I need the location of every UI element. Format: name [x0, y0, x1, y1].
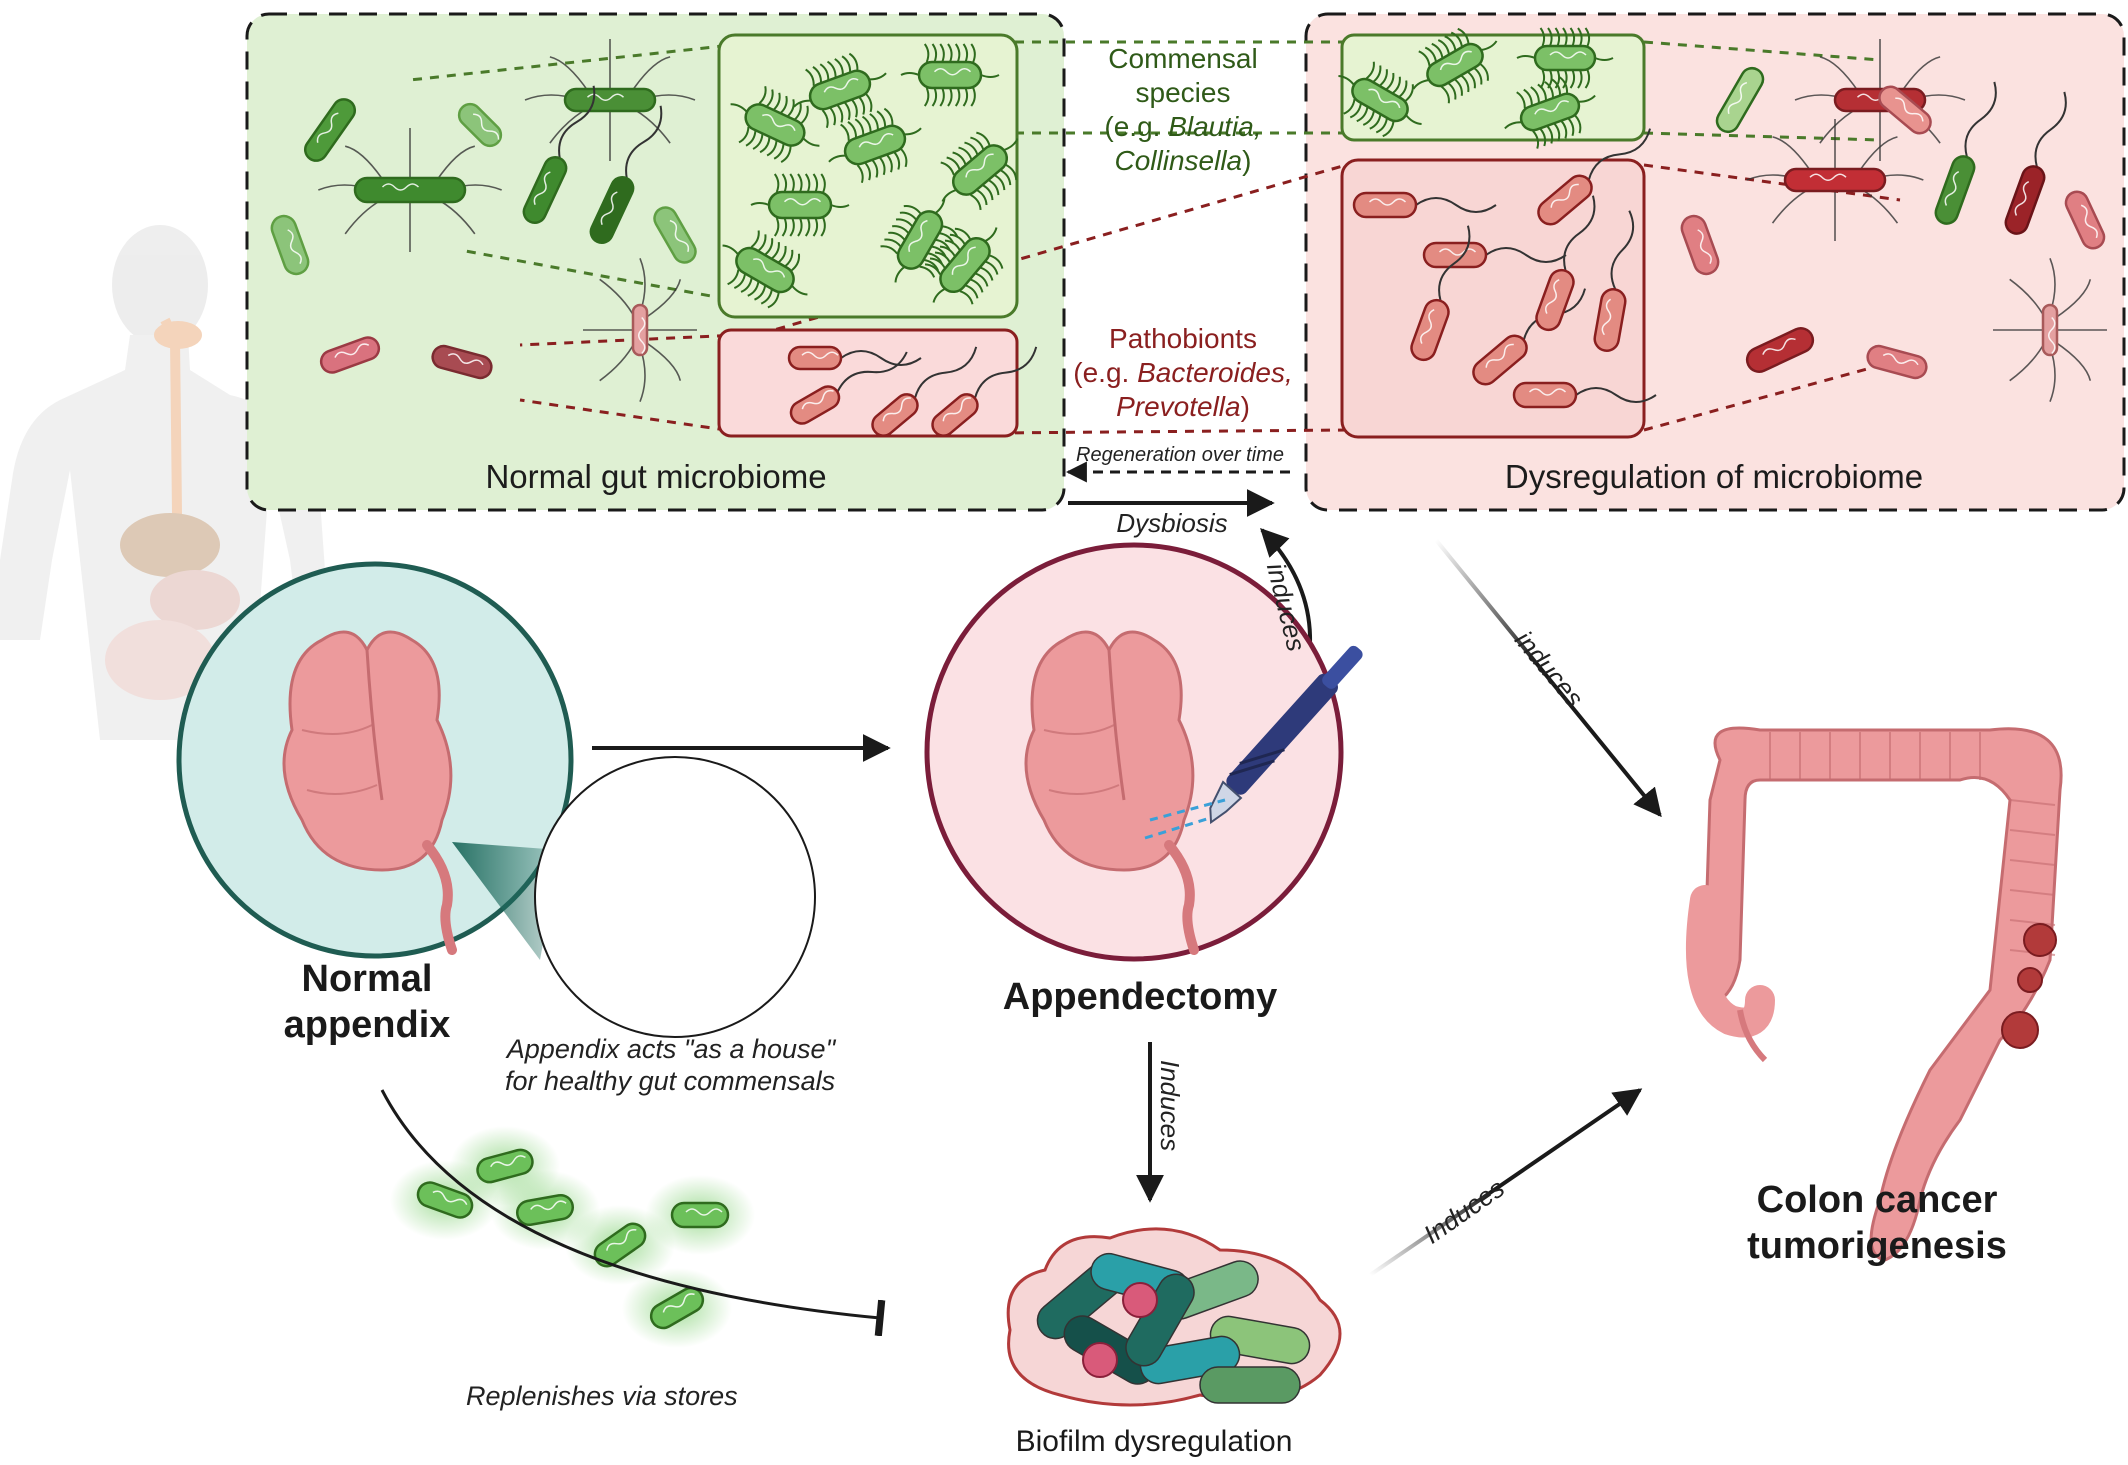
bacteria-icon [1593, 210, 1635, 352]
bacteria-icon [940, 131, 1019, 211]
bacteria-icon [1715, 66, 1765, 134]
pathobiont-line2: (e.g. Bacteroides, [1073, 356, 1292, 390]
pathobiont-zoom-box-left [717, 328, 1019, 438]
colon-cancer-label: Colon cancer tumorigenesis [1747, 1177, 2007, 1269]
commensal-genus1: Blautia, [1168, 111, 1262, 142]
bacteria-icon [589, 105, 663, 245]
commensal-label: Commensal species (e.g. Blautia, Collins… [1104, 42, 1261, 178]
bacteria-icon [880, 197, 959, 283]
pathobiont-eg: (e.g. [1073, 357, 1138, 388]
bacteria-icon [750, 173, 850, 237]
bacteria-icon [722, 230, 808, 309]
replenish-note: Replenishes via stores [466, 1381, 738, 1411]
bacteria-icon [789, 351, 908, 425]
bacteria-layer [270, 27, 2107, 1348]
replenish-inhibit-line [380, 1089, 886, 1337]
bacteria-icon [522, 85, 596, 225]
induces-label-biofilm: Induces [1155, 1060, 1185, 1152]
pathobiont-genus2: Prevotella [1116, 391, 1241, 422]
pathobiont-genus1: Bacteroides, [1137, 357, 1293, 388]
bacteria-icon [670, 1201, 730, 1229]
biofilm-label: Biofilm dysregulation [1015, 1425, 1293, 1458]
incision-line [1144, 798, 1226, 840]
bacteria-icon [787, 345, 922, 371]
bacteria-icon [1535, 195, 1596, 332]
bacteria-icon [871, 346, 978, 437]
commensal-line3: (e.g. Blautia, [1104, 110, 1261, 144]
colon-icon [1685, 726, 2063, 1262]
appendectomy-label: Appendectomy [1002, 976, 1278, 1018]
bacteria-icon [1422, 241, 1567, 269]
bacteria-icon [1410, 225, 1471, 362]
bacteria-icon [1352, 191, 1497, 219]
bacteria-icon [793, 52, 887, 129]
bacteria-icon [524, 39, 696, 161]
appendix-icon [1024, 630, 1199, 955]
dysregulation-to-cancer-arrow [1434, 538, 1662, 818]
bacteria-icon [1745, 327, 1815, 373]
pathobiont-close: ) [1240, 391, 1250, 422]
bacteria-icon [828, 107, 922, 184]
colon-line1: Colon cancer [1756, 1179, 1998, 1221]
bacteria-icon [900, 43, 1000, 107]
pathobiont-line1: Pathobionts [1109, 323, 1257, 354]
commensal-line4: Collinsella) [1104, 144, 1261, 178]
bacteria-icon [1516, 27, 1614, 89]
commensal-line2: species [1135, 77, 1231, 108]
bacteria-icon [270, 214, 310, 276]
commensal-house-circle [534, 756, 816, 1038]
bacteria-icon [593, 1222, 647, 1268]
pathobiont-line3: Prevotella) [1073, 390, 1292, 424]
bacteria-icon [1537, 128, 1651, 226]
bacteria-icon [319, 336, 381, 374]
normal-microbiome-label: Normal gut microbiome [485, 458, 827, 495]
bacteria-icon [431, 344, 493, 380]
zoom-cone [452, 842, 560, 960]
normal-appendix-line1: Normal [301, 958, 433, 1000]
scalpel-icon [1209, 645, 1363, 825]
bacteria-icon [1338, 61, 1422, 138]
bacteria-icon [1934, 81, 1997, 225]
pathobiont-label: Pathobionts (e.g. Bacteroides, Prevotell… [1073, 322, 1292, 424]
commensal-genus2: Collinsella [1114, 145, 1243, 176]
bacteria-icon [1878, 85, 1932, 135]
bacteria-icon [583, 258, 697, 402]
bacteria-icon [416, 1181, 474, 1219]
colon-line2: tumorigenesis [1747, 1225, 2007, 1267]
bacteria-icon [649, 1286, 705, 1330]
bacteria-icon [1504, 75, 1596, 149]
bacteria-icon [653, 206, 697, 264]
bacteria-icon [2004, 91, 2067, 235]
commensal-line1: Commensal [1108, 43, 1258, 74]
bacteria-icon [318, 128, 502, 252]
bacteria-icon [1866, 344, 1928, 380]
bacteria-icon [303, 98, 357, 162]
house-note: Appendix acts "as a house" for healthy g… [485, 1033, 835, 1097]
bacteria-icon [931, 346, 1038, 437]
bacteria-icon [924, 227, 1004, 305]
appendix-icon [282, 630, 457, 955]
bacteria-icon [515, 1193, 575, 1227]
house-note-line1: Appendix acts "as a house" [506, 1034, 836, 1064]
bacteria-icon [1412, 27, 1498, 104]
bacteria-icon [1993, 258, 2107, 402]
bacteria-icon [730, 86, 820, 163]
regeneration-label: Regeneration over time [1076, 444, 1284, 466]
normal-appendix-line2: appendix [283, 1004, 451, 1046]
house-note-line2: for healthy gut commensals [505, 1066, 836, 1096]
dysbiosis-label: Dysbiosis [1116, 508, 1228, 538]
commensal-eg: (e.g. [1104, 111, 1169, 142]
bacteria-icon [1512, 381, 1657, 409]
biofilm-to-cancer-arrow [1368, 1088, 1643, 1277]
commensal-close: ) [1242, 145, 1252, 176]
bacteria-icon [1680, 214, 1720, 276]
bacteria-icon [2064, 190, 2106, 250]
dysregulated-microbiome-label: Dysregulation of microbiome [1504, 458, 1924, 495]
normal-appendix-label: Normal appendix [284, 956, 451, 1048]
pathobiont-zoom-box-right [1340, 158, 1646, 439]
bacteria-icon [1746, 119, 1924, 241]
biofilm-icon [1006, 1227, 1342, 1407]
